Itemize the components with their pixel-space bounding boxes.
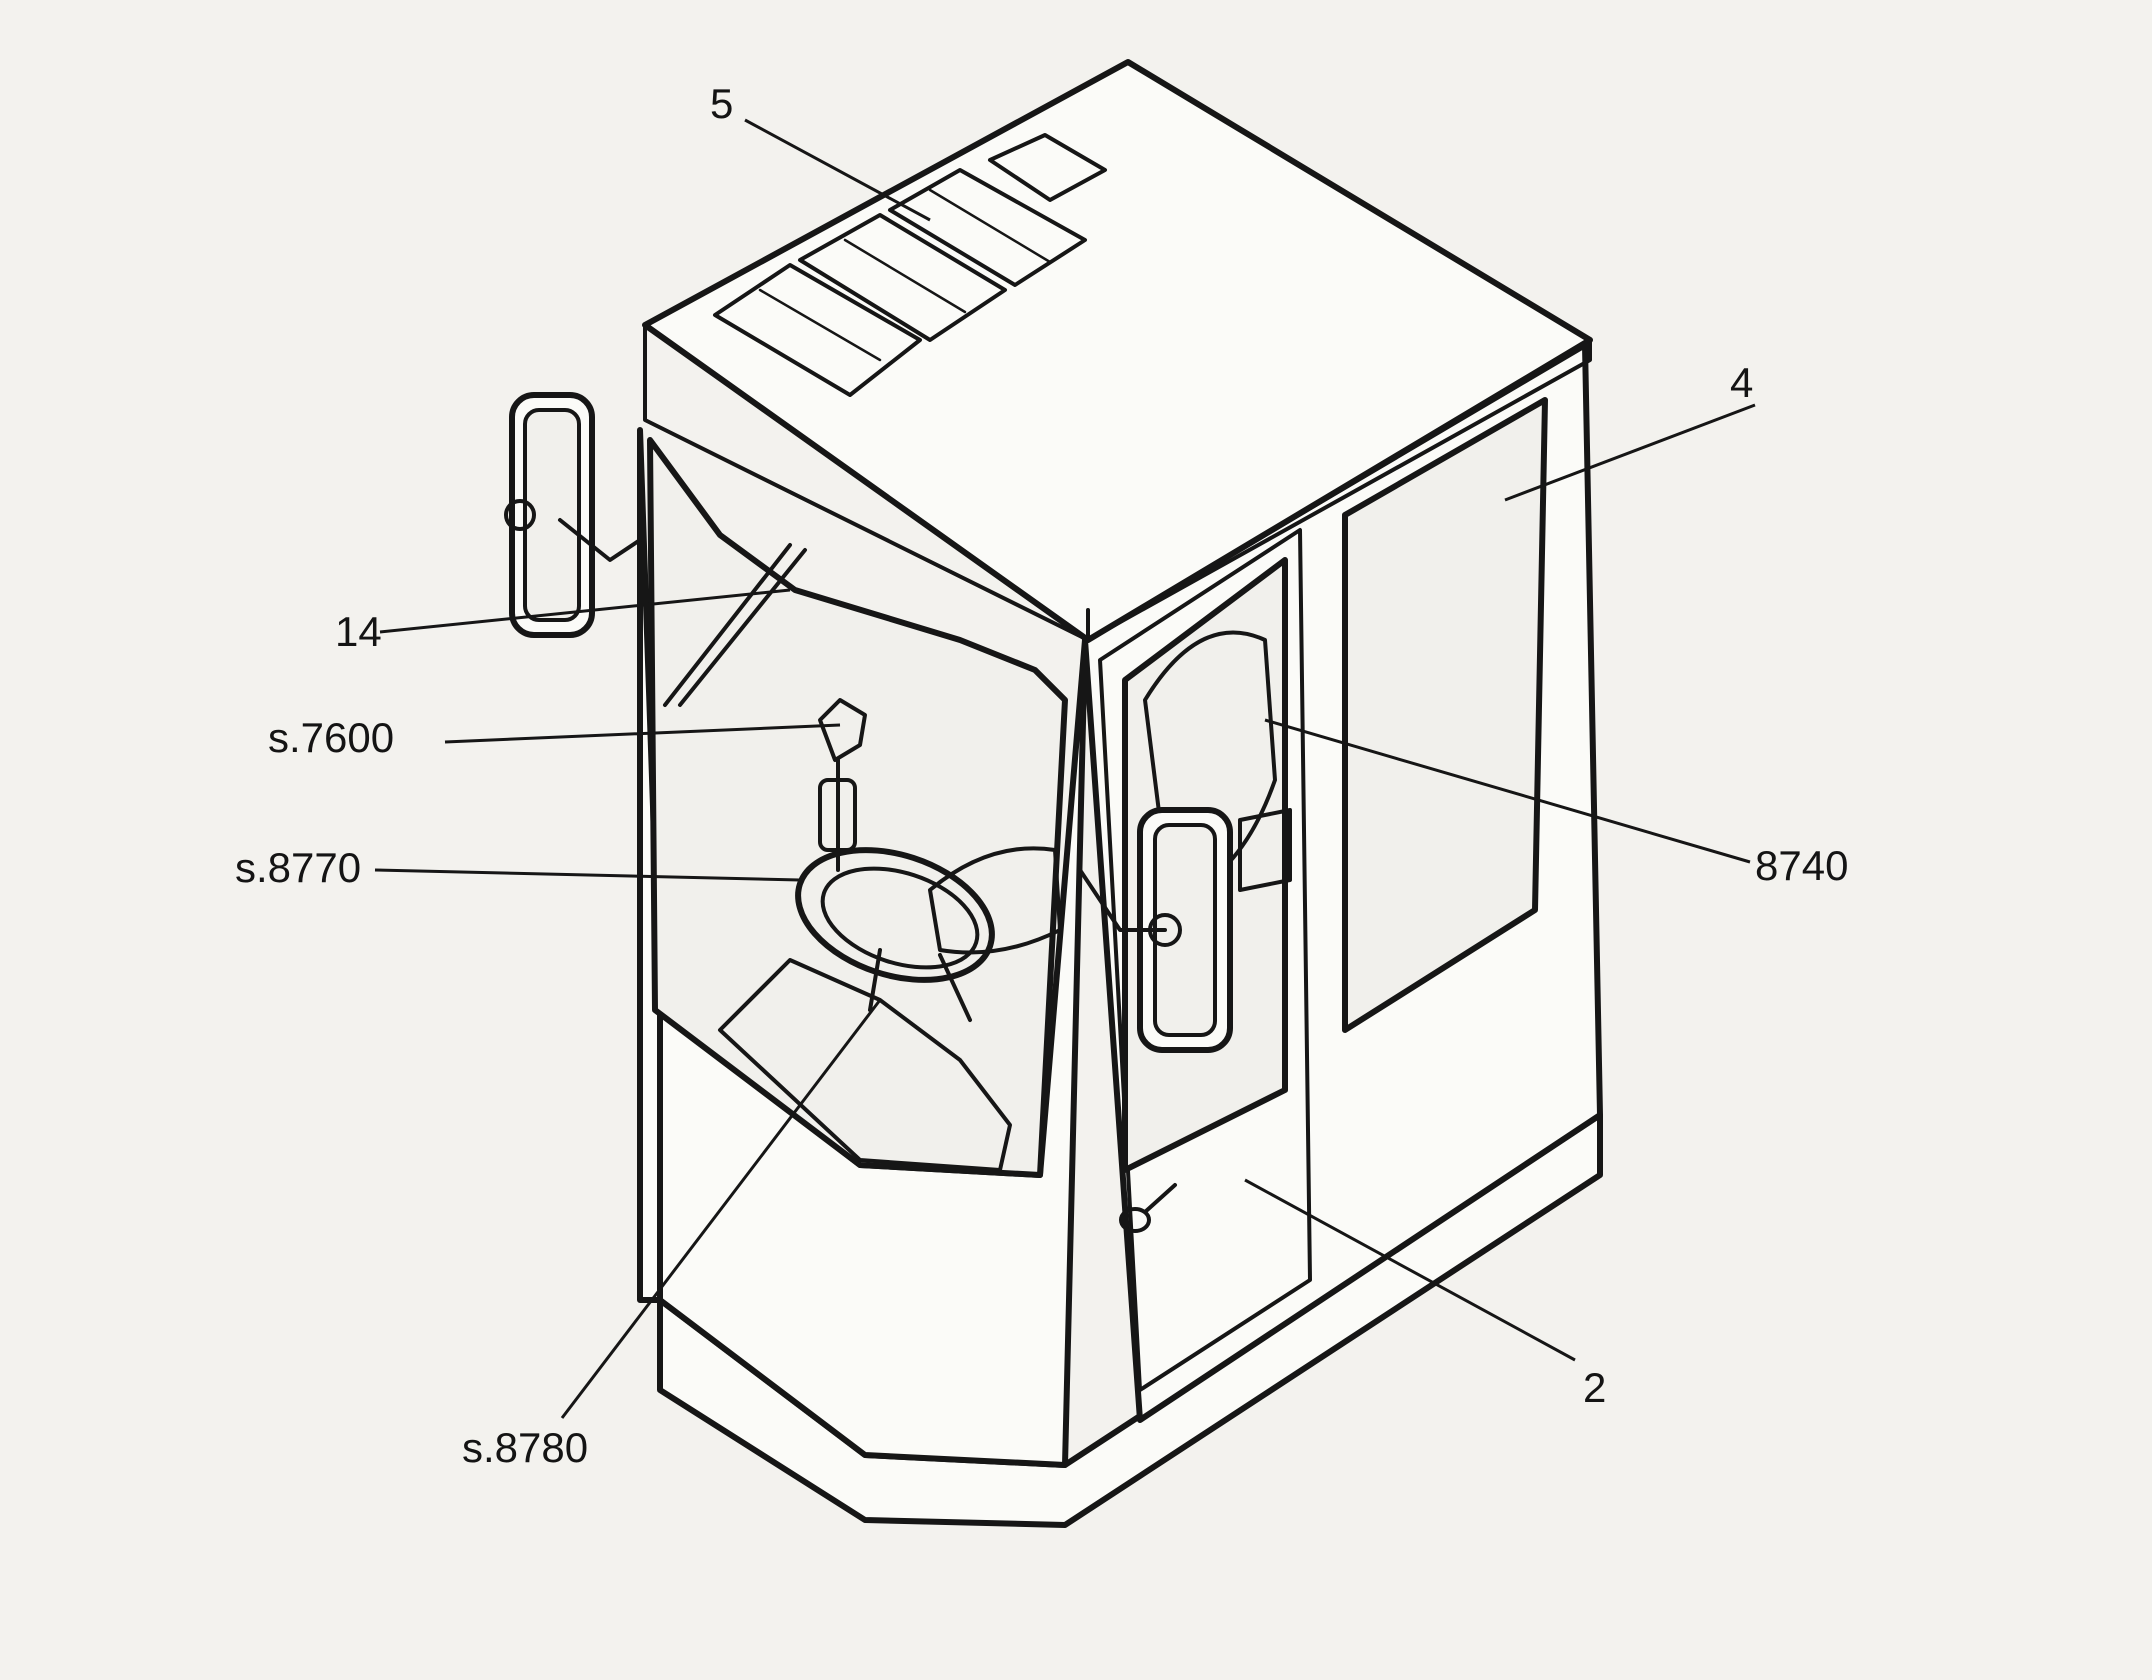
callout-5: 5 — [710, 80, 733, 127]
rear-view-mirror-left — [504, 392, 642, 638]
windshield-frame — [647, 437, 1068, 1178]
door-handle — [1119, 1183, 1177, 1233]
side-window — [1342, 397, 1548, 1033]
steering-wheel — [795, 847, 995, 1022]
callouts: 5 4 14 s.7600 s.8770 8740 2 s.8780 — [235, 80, 1848, 1471]
control-lever — [818, 698, 867, 872]
callout-8740: 8740 — [1755, 842, 1848, 889]
callout-4: 4 — [1730, 359, 1753, 406]
callout-14: 14 — [335, 608, 382, 655]
cab-floor — [718, 958, 1012, 1172]
callout-s7600: s.7600 — [268, 714, 394, 761]
wiper-arm — [663, 543, 807, 707]
callout-s8780: s.8780 — [462, 1424, 588, 1471]
roof-rim — [1086, 338, 1592, 642]
rear-view-mirror-right — [1078, 807, 1233, 1053]
callout-2: 2 — [1583, 1364, 1606, 1411]
roof-edge — [643, 323, 1090, 642]
callout-s8770: s.8770 — [235, 844, 361, 891]
roof-insulation-pads — [713, 133, 1107, 397]
roof-assembly — [642, 59, 1593, 643]
leader-lines — [374, 118, 1756, 1419]
